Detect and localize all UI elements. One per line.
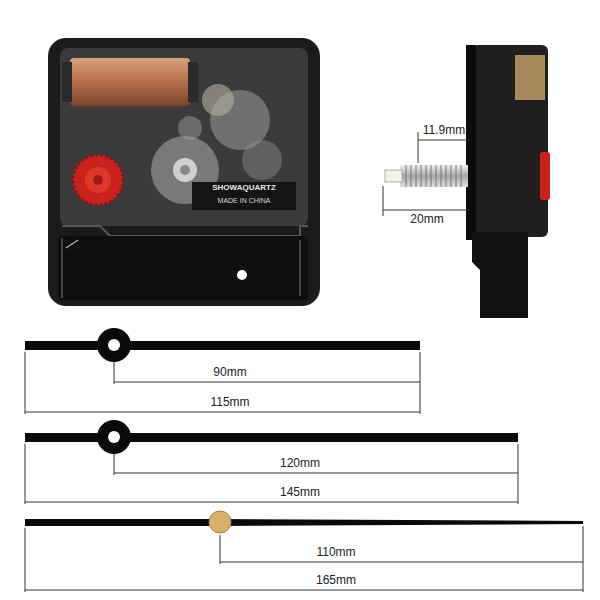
dimension-label: 11.9mm — [423, 124, 465, 137]
dimension-label: 115mm — [210, 396, 249, 409]
second-hand — [25, 511, 583, 533]
dimension-lines — [25, 352, 583, 592]
dimension-label: 90mm — [213, 366, 246, 379]
hour-hand — [25, 328, 420, 362]
dimension-label: 110mm — [316, 546, 355, 559]
dimension-lines — [383, 132, 470, 216]
minute-hand — [25, 420, 518, 454]
dimension-label: 120mm — [280, 457, 320, 470]
brand-text: SHOWAQUARTZ — [212, 184, 276, 193]
dimension-label: 145mm — [280, 486, 320, 499]
dimension-label: 165mm — [316, 574, 356, 587]
movement-side — [385, 45, 550, 318]
movement-front — [48, 38, 320, 306]
origin-text: MADE IN CHINA — [218, 197, 271, 205]
dimension-label: 20mm — [410, 213, 443, 226]
